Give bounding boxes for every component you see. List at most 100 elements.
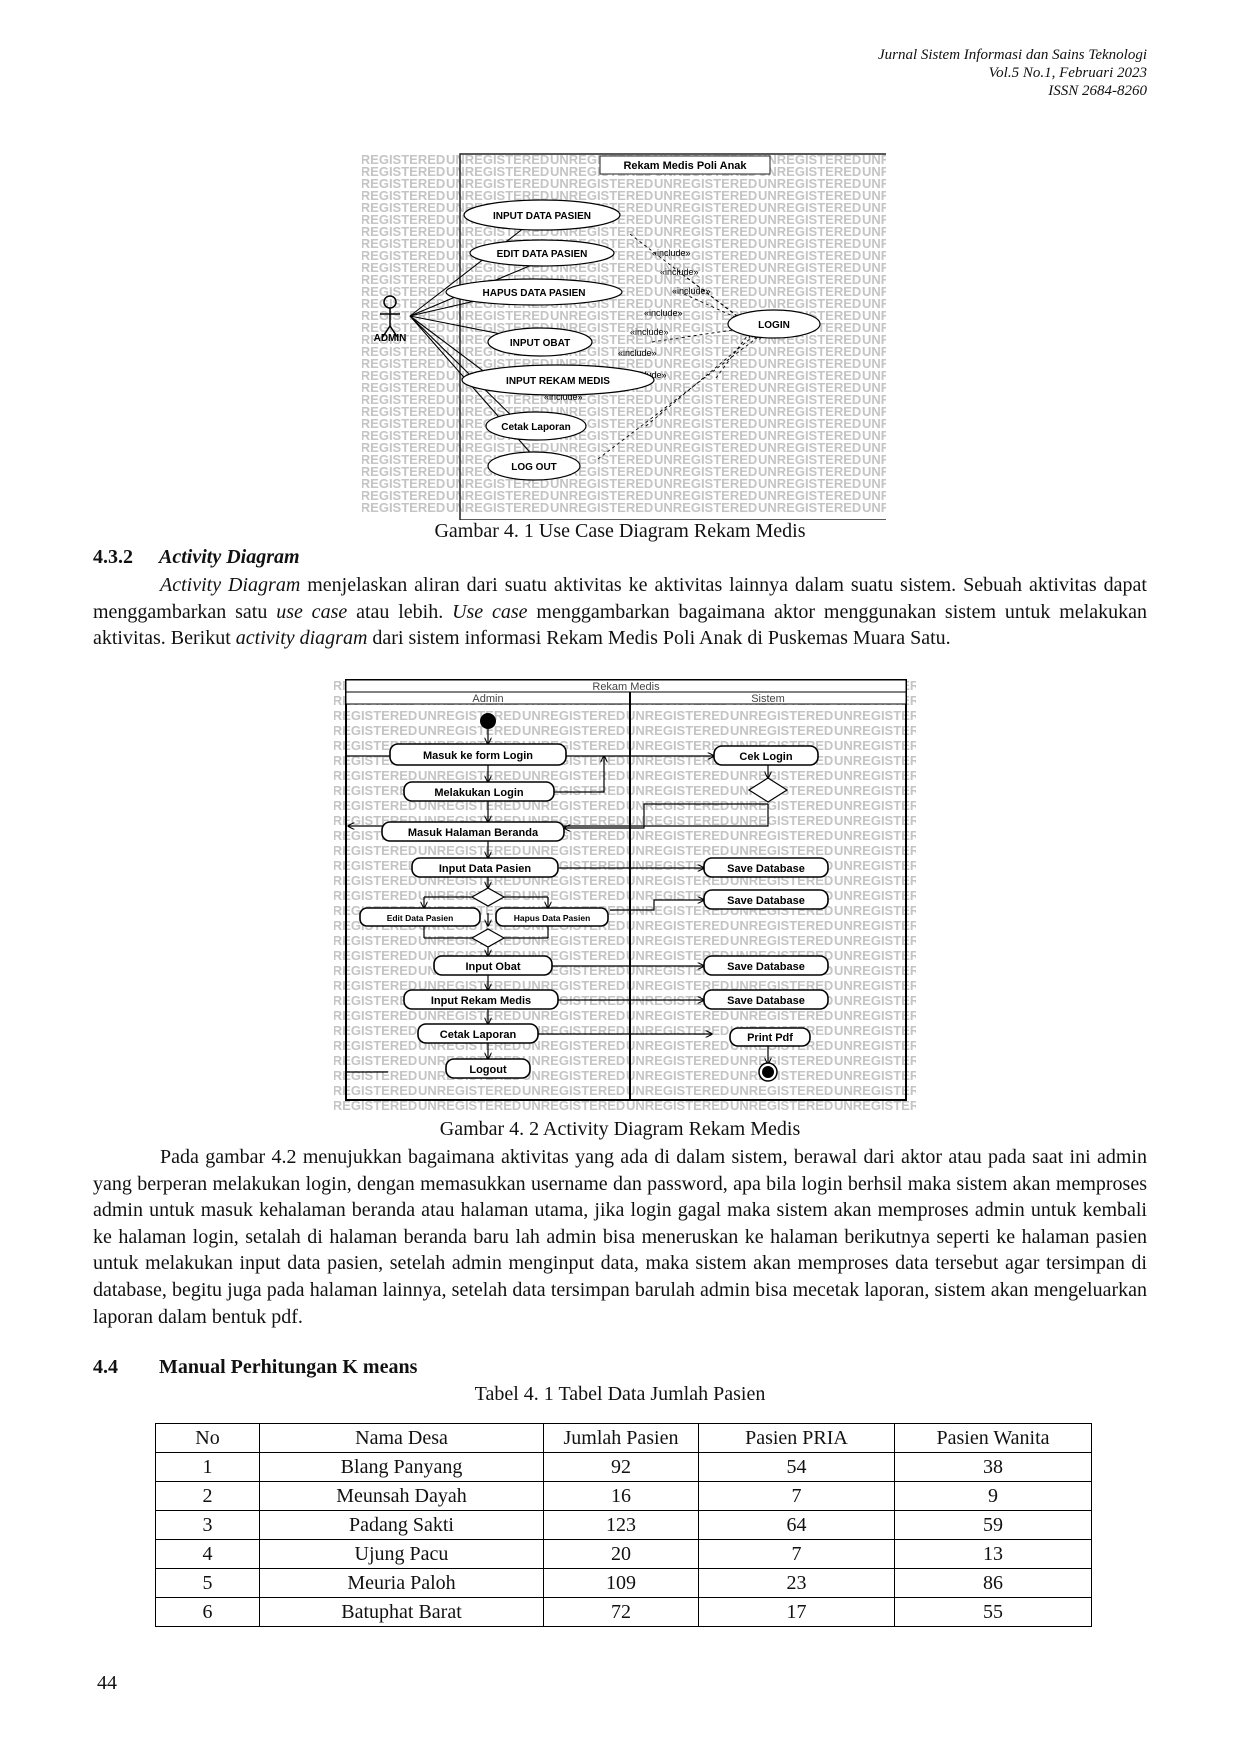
lane-admin: Admin: [472, 693, 503, 705]
watermark-text: UNREGISTERED: [834, 783, 916, 798]
table-cell: Ujung Pacu: [259, 1539, 544, 1569]
watermark-text: UNREGISTERED: [758, 356, 861, 371]
watermark-text: UNREGISTERED: [418, 723, 521, 738]
watermark-text: UNREGISTERED: [362, 248, 445, 263]
patient-data-table: No Nama Desa Jumlah Pasien Pasien PRIA P…: [155, 1423, 1092, 1627]
watermark-text: UNREGISTERED: [418, 1083, 521, 1098]
watermark-text: UNREGISTERED: [522, 708, 625, 723]
uc-edit-data-pasien: EDIT DATA PASIEN: [497, 249, 588, 260]
watermark-text: UNREGISTERED: [834, 843, 916, 858]
watermark-text: UNREGISTERED: [862, 152, 886, 167]
watermark-text: UNREGISTERED: [862, 476, 886, 491]
watermark-text: UNREGISTERED: [626, 738, 729, 753]
watermark-text: UNREGISTERED: [834, 708, 916, 723]
watermark-text: UNREGISTERED: [654, 296, 757, 311]
journal-volume: Vol.5 No.1, Februari 2023: [988, 65, 1147, 81]
table-cell: Meuria Paloh: [259, 1568, 544, 1598]
figure1-caption: Gambar 4. 1 Use Case Diagram Rekam Medis: [434, 520, 806, 542]
table-cell: 1: [155, 1452, 260, 1482]
action-save-database: Save Database: [727, 863, 805, 875]
page-number: 44: [97, 1672, 117, 1694]
watermark-text: UNREGISTERED: [550, 308, 653, 323]
watermark-text: UNREGISTERED: [550, 404, 653, 419]
watermark-text: UNREGISTERED: [834, 948, 916, 963]
action-cetak-laporan: Cetak Laporan: [440, 1029, 517, 1041]
watermark-text: UNREGISTERED: [334, 798, 417, 813]
watermark-text: UNREGISTERED: [626, 1068, 729, 1083]
watermark-text: UNREGISTERED: [654, 500, 757, 515]
watermark-text: UNREGISTERED: [730, 1098, 833, 1113]
watermark-text: UNREGISTERED: [362, 392, 445, 407]
uc-input-data-pasien: INPUT DATA PASIEN: [493, 211, 591, 222]
p-text: menggambarkan bagaimana aktor menggunaka…: [93, 600, 1148, 650]
watermark-text: UNREGISTERED: [446, 440, 549, 455]
action-cek-login: Cek Login: [739, 751, 792, 763]
watermark-text: UNREGISTERED: [362, 464, 445, 479]
watermark-text: UNREGISTERED: [334, 708, 417, 723]
watermark-text: UNREGISTERED: [522, 723, 625, 738]
watermark-text: UNREGISTERED: [758, 344, 861, 359]
p-italic: Activity Diagram: [160, 574, 301, 596]
watermark-text: UNREGISTERED: [334, 1008, 417, 1023]
section-number: 4.3.2: [93, 546, 133, 568]
watermark-text: UNREGISTERED: [626, 798, 729, 813]
action-save-database: Save Database: [727, 995, 805, 1007]
watermark-text: UNREGISTERED: [626, 918, 729, 933]
uc-cetak-laporan: Cetak Laporan: [501, 422, 570, 433]
p-text: menjelaskan aliran dari suatu aktivitas …: [93, 574, 1147, 623]
include-label: «include»: [630, 327, 669, 337]
include-label: «include»: [660, 267, 699, 277]
watermark-text: UNREGISTERED: [654, 212, 757, 227]
watermark-text: UNREGISTERED: [446, 392, 549, 407]
watermark-text: UNREGISTERED: [626, 1098, 729, 1113]
p-text: atau lebih.: [347, 600, 453, 623]
watermark-text: UNREGISTERED: [834, 858, 916, 873]
watermark-text: UNREGISTERED: [862, 260, 886, 275]
watermark-text: UNREGISTERED: [626, 768, 729, 783]
p-italic: Use case: [452, 600, 528, 623]
activity-diagram: UNREGISTEREDUNREGISTEREDUNREGISTEREDUNRE…: [334, 676, 916, 1116]
table-cell: Batuphat Barat: [259, 1597, 544, 1627]
watermark-text: UNREGISTERED: [550, 476, 653, 491]
watermark-text: UNREGISTERED: [758, 200, 861, 215]
activity-diagram-paragraph: Activity Diagram menjelaskan aliran dari…: [93, 572, 1147, 652]
watermark-text: UNREGISTERED: [418, 843, 521, 858]
watermark-text: UNREGISTERED: [362, 236, 445, 251]
watermark-text: UNREGISTERED: [626, 843, 729, 858]
watermark-text: UNREGISTERED: [334, 843, 417, 858]
include-label: «include»: [544, 392, 583, 402]
decision-node: [747, 777, 789, 803]
watermark-text: UNREGISTERED: [522, 1053, 625, 1068]
watermark-text: UNREGISTERED: [862, 164, 886, 179]
watermark-text: UNREGISTERED: [362, 188, 445, 203]
watermark-text: UNREGISTERED: [834, 993, 916, 1008]
col-jumlah-pasien: Jumlah Pasien: [543, 1423, 699, 1453]
watermark-text: UNREGISTERED: [362, 164, 445, 179]
watermark-text: UNREGISTERED: [758, 212, 861, 227]
watermark-text: UNREGISTERED: [758, 260, 861, 275]
system-boundary: [459, 153, 886, 520]
table-cell: 13: [894, 1539, 1092, 1569]
watermark-text: UNREGISTERED: [834, 873, 916, 888]
watermark-text: UNREGISTERED: [730, 813, 833, 828]
watermark-text: UNREGISTERED: [834, 723, 916, 738]
watermark-text: UNREGISTERED: [626, 1023, 729, 1038]
table-caption: Tabel 4. 1 Tabel Data Jumlah Pasien: [474, 1383, 766, 1405]
section-title: Activity Diagram: [159, 546, 300, 568]
watermark-text: UNREGISTERED: [834, 933, 916, 948]
watermark-text: UNREGISTERED: [758, 476, 861, 491]
watermark-text: UNREGISTERED: [626, 978, 729, 993]
watermark-text: UNREGISTERED: [654, 200, 757, 215]
watermark-text: UNREGISTERED: [362, 320, 445, 335]
watermark-text: UNREGISTERED: [654, 392, 757, 407]
p-text: dari sistem informasi Rekam Medis Poli A…: [367, 627, 951, 650]
watermark-text: UNREGISTERED: [654, 428, 757, 443]
watermark-text: UNREGISTERED: [758, 500, 861, 515]
table-cell: Padang Sakti: [259, 1510, 544, 1540]
watermark-text: UNREGISTERED: [550, 500, 653, 515]
watermark-text: UNREGISTERED: [334, 888, 417, 903]
watermark-text: UNREGISTERED: [446, 152, 549, 167]
watermark-text: UNREGISTERED: [626, 783, 729, 798]
watermark-text: UNREGISTERED: [446, 188, 549, 203]
